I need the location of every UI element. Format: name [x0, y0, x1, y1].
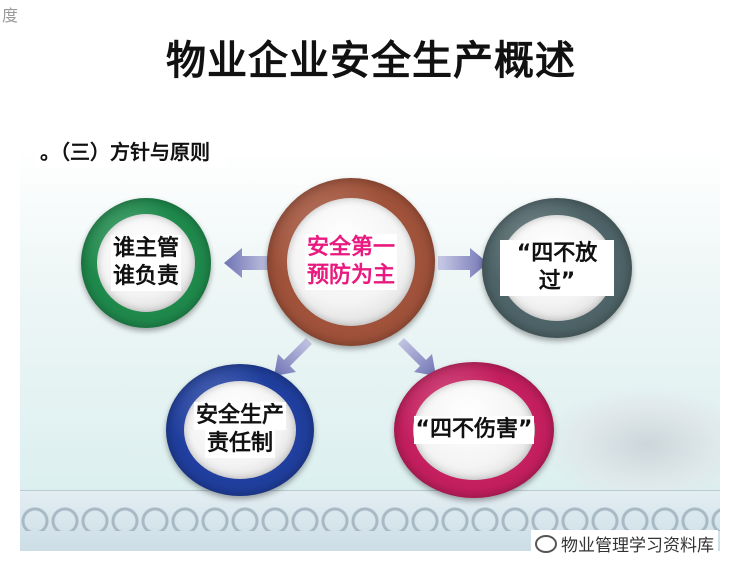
left-line1: 谁主管	[110, 235, 181, 263]
arrow-down-right-icon	[398, 338, 436, 376]
left-line2: 谁负责	[110, 263, 181, 291]
footer-text: 物业管理学习资料库	[561, 536, 714, 556]
corner-text: 度	[2, 6, 19, 25]
wechat-icon	[535, 535, 557, 553]
center-line2: 预防为主	[304, 262, 397, 290]
principle-responsibility: 谁主管 谁负责	[81, 198, 211, 328]
bottom-left-line2: 责任制	[204, 430, 275, 458]
arrow-left-icon	[224, 248, 274, 278]
bottom-right-line1: “四不伤害”	[413, 416, 535, 444]
arrow-down-left-icon	[274, 338, 312, 376]
principle-four-no-harm: “四不伤害”	[394, 362, 554, 498]
page-title: 物业企业安全生产概述	[166, 38, 576, 84]
principle-safety-first: 安全第一 预防为主	[267, 178, 435, 346]
right-line1: “四不放过”	[500, 240, 614, 296]
principle-safety-responsibility-system: 安全生产 责任制	[166, 364, 314, 496]
section-subtitle: 。（三）方针与原则	[36, 134, 226, 167]
center-line1: 安全第一	[304, 234, 397, 262]
dragon-decoration	[540, 385, 720, 505]
bottom-left-line1: 安全生产	[193, 402, 286, 430]
principle-four-not-let-go: “四不放过”	[482, 198, 632, 338]
footer-source: 物业管理学习资料库	[531, 530, 718, 557]
arrow-right-icon	[438, 248, 488, 278]
